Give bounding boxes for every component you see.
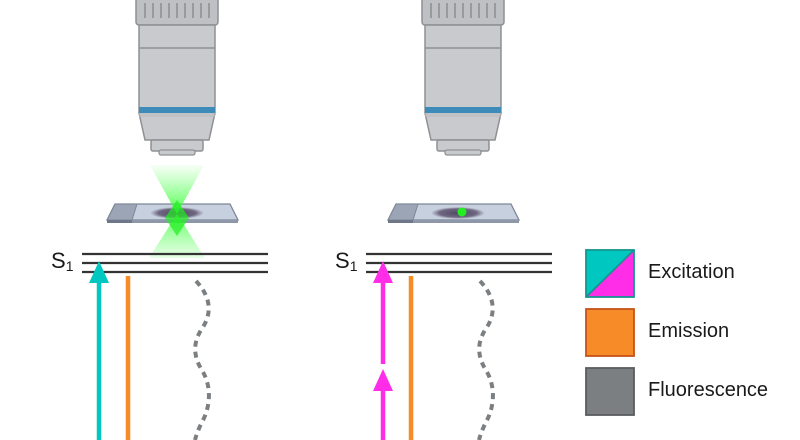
microscope-slide-icon <box>387 203 520 224</box>
state-symbol: S <box>335 248 350 273</box>
state-label-s1: S1 <box>335 248 357 274</box>
panel-one-photon <box>82 0 268 440</box>
legend-swatch-fluorescence-icon <box>585 367 635 416</box>
legend-label-fluorescence: Fluorescence <box>648 379 769 401</box>
legend-label-emission: Emission <box>648 320 730 342</box>
energy-levels <box>366 252 552 274</box>
excitation-arrow-upper <box>373 261 393 364</box>
objective-lens-icon <box>421 0 505 156</box>
state-symbol: S <box>51 248 66 273</box>
legend <box>585 249 635 416</box>
fluorescence-wave <box>477 279 495 440</box>
state-subscript: 1 <box>349 258 358 274</box>
state-label-s1: S1 <box>51 248 73 274</box>
panel-two-photon <box>366 0 552 440</box>
excitation-arrow <box>89 261 109 440</box>
objective-lens-icon <box>135 0 219 156</box>
legend-label-excitation: Excitation <box>648 261 735 283</box>
legend-swatch-emission-icon <box>585 308 635 357</box>
focal-spot <box>457 207 467 217</box>
state-subscript: 1 <box>65 258 74 274</box>
energy-levels <box>82 252 268 274</box>
fluorescence-wave <box>193 279 211 440</box>
legend-swatch-excitation-icon <box>585 249 635 298</box>
excitation-arrow-lower <box>373 369 393 440</box>
